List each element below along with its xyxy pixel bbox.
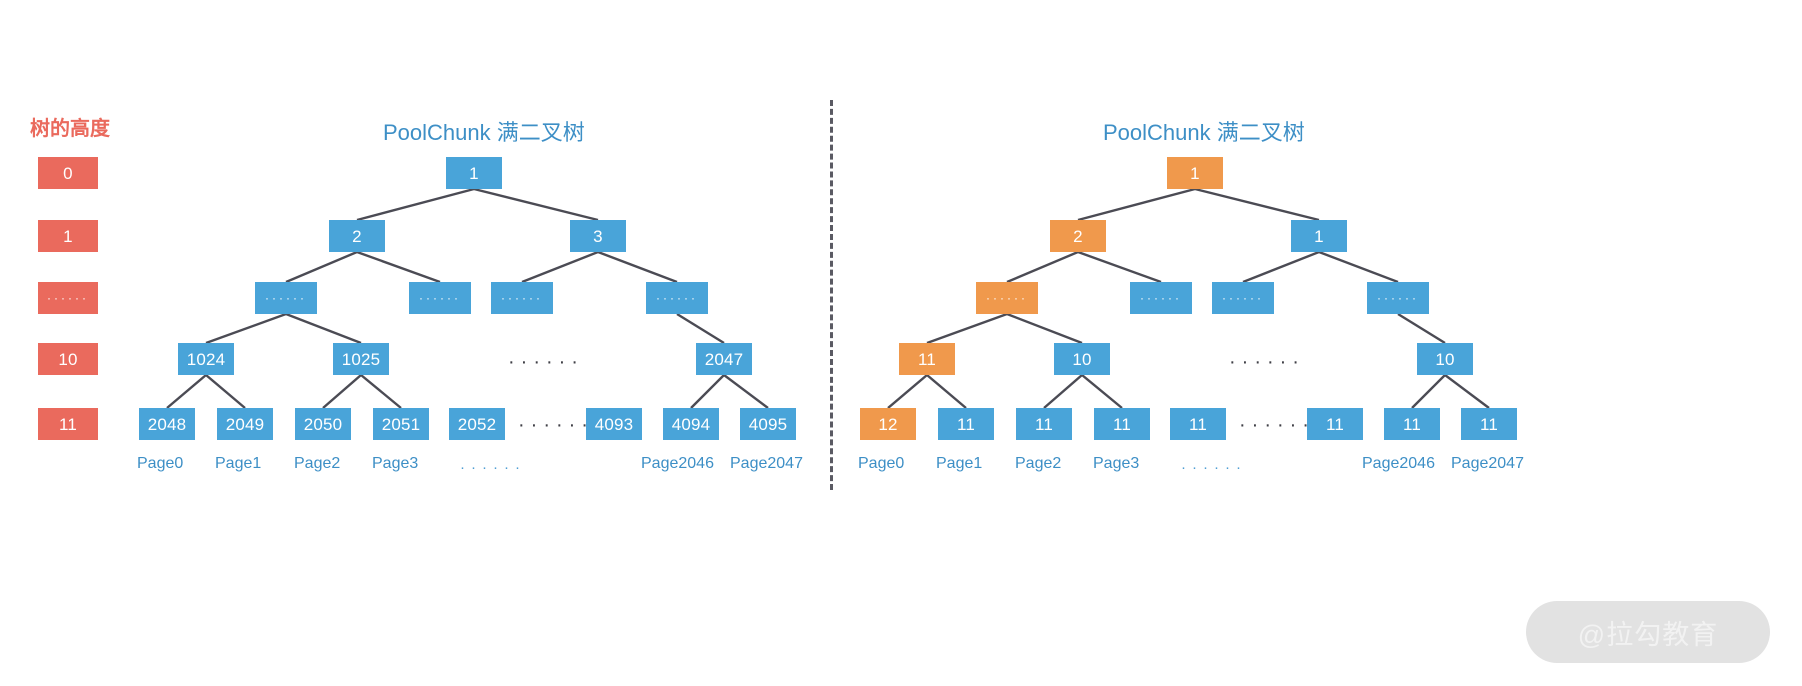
page-label: Page3 xyxy=(372,455,419,472)
tree-node: ······ xyxy=(255,282,317,314)
height-level-box: 0 xyxy=(38,157,98,189)
page-label: Page1 xyxy=(215,455,262,472)
tree-node: ······ xyxy=(491,282,553,314)
tree-node: 1 xyxy=(1167,157,1223,189)
tree-node: 11 xyxy=(1461,408,1517,440)
tree-edge xyxy=(473,187,599,222)
tree-node: 1025 xyxy=(333,343,389,375)
watermark: @拉勾教育 xyxy=(1526,601,1770,663)
tree-node: 11 xyxy=(1170,408,1226,440)
page-label: Page2047 xyxy=(730,455,803,472)
page-label: Page1 xyxy=(936,455,983,472)
tree-edge xyxy=(205,312,287,345)
height-level-box: ······ xyxy=(38,282,98,314)
tree-node: ······ xyxy=(1130,282,1192,314)
tree-node: 2049 xyxy=(217,408,273,440)
tree-edge xyxy=(1077,187,1196,222)
tree-node: 1 xyxy=(1291,220,1347,252)
tree-edge xyxy=(356,187,475,222)
tree-node: ······ xyxy=(976,282,1038,314)
tree-edge xyxy=(285,312,362,345)
tree-edge xyxy=(1242,250,1320,284)
tree-edge xyxy=(1318,250,1399,284)
page-label: Page0 xyxy=(137,455,184,472)
tree-node: 2052 xyxy=(449,408,505,440)
tree-edge xyxy=(1006,250,1079,284)
height-axis-title: 树的高度 xyxy=(30,118,110,140)
tree-node: 2 xyxy=(329,220,385,252)
height-level-box: 11 xyxy=(38,408,98,440)
tree-node: ······ xyxy=(1367,282,1429,314)
tree-node: 11 xyxy=(1016,408,1072,440)
tree-node: 4093 xyxy=(586,408,642,440)
tree-node: 11 xyxy=(1384,408,1440,440)
tree-edge xyxy=(1194,187,1320,222)
page-label: Page3 xyxy=(1093,455,1140,472)
tree-node: ······ xyxy=(409,282,471,314)
tree-edge xyxy=(690,374,725,409)
tree-node: ······ xyxy=(1212,282,1274,314)
page-label: Page2 xyxy=(294,455,341,472)
tree-node: 2 xyxy=(1050,220,1106,252)
page-label: Page2046 xyxy=(641,455,714,472)
page-label: Page2047 xyxy=(1451,455,1524,472)
tree-edge xyxy=(356,250,441,284)
tree-edge xyxy=(1411,374,1446,409)
left-tree-leaf-ellipsis: ······ xyxy=(518,414,594,436)
tree-node: 11 xyxy=(899,343,955,375)
tree-edge xyxy=(322,374,362,409)
tree-node: 4095 xyxy=(740,408,796,440)
tree-node: 11 xyxy=(1094,408,1150,440)
tree-edge xyxy=(1006,312,1083,345)
right-tree-leaf-ellipsis: ······ xyxy=(1239,414,1315,436)
tree-edge xyxy=(1444,374,1490,409)
tree-node: 3 xyxy=(570,220,626,252)
panel-divider xyxy=(830,100,833,490)
right-tree-middle-ellipsis: ······ xyxy=(1229,351,1305,373)
tree-node: 1024 xyxy=(178,343,234,375)
tree-node: 2047 xyxy=(696,343,752,375)
page-label: Page0 xyxy=(858,455,905,472)
left-tree-title: PoolChunk 满二叉树 xyxy=(383,120,585,145)
tree-edge xyxy=(1397,312,1446,345)
tree-node: 10 xyxy=(1054,343,1110,375)
tree-node: ······ xyxy=(646,282,708,314)
tree-edge xyxy=(1077,250,1162,284)
tree-edge xyxy=(723,374,769,409)
tree-edge xyxy=(1081,374,1123,409)
left-tree-middle-ellipsis: ······ xyxy=(508,351,584,373)
tree-node: 1 xyxy=(446,157,502,189)
page-label: Page2046 xyxy=(1362,455,1435,472)
tree-edge xyxy=(521,250,599,284)
tree-edge xyxy=(360,374,402,409)
page-label: Page2 xyxy=(1015,455,1062,472)
tree-edge xyxy=(926,374,967,409)
tree-edge xyxy=(205,374,246,409)
left-tree-page-ellipsis: ······ xyxy=(460,459,526,476)
right-tree-title: PoolChunk 满二叉树 xyxy=(1103,120,1305,145)
tree-node: 12 xyxy=(860,408,916,440)
tree-edge xyxy=(887,374,928,409)
tree-node: 4094 xyxy=(663,408,719,440)
tree-edge xyxy=(676,312,725,345)
tree-node: 2050 xyxy=(295,408,351,440)
tree-edge xyxy=(285,250,358,284)
tree-node: 2051 xyxy=(373,408,429,440)
tree-node: 10 xyxy=(1417,343,1473,375)
tree-node: 11 xyxy=(938,408,994,440)
tree-edge xyxy=(166,374,207,409)
tree-edge xyxy=(1043,374,1083,409)
tree-edge xyxy=(926,312,1008,345)
tree-node: 2048 xyxy=(139,408,195,440)
tree-edge xyxy=(597,250,678,284)
right-tree-page-ellipsis: ······ xyxy=(1181,459,1247,476)
tree-node: 11 xyxy=(1307,408,1363,440)
height-level-box: 10 xyxy=(38,343,98,375)
height-level-box: 1 xyxy=(38,220,98,252)
